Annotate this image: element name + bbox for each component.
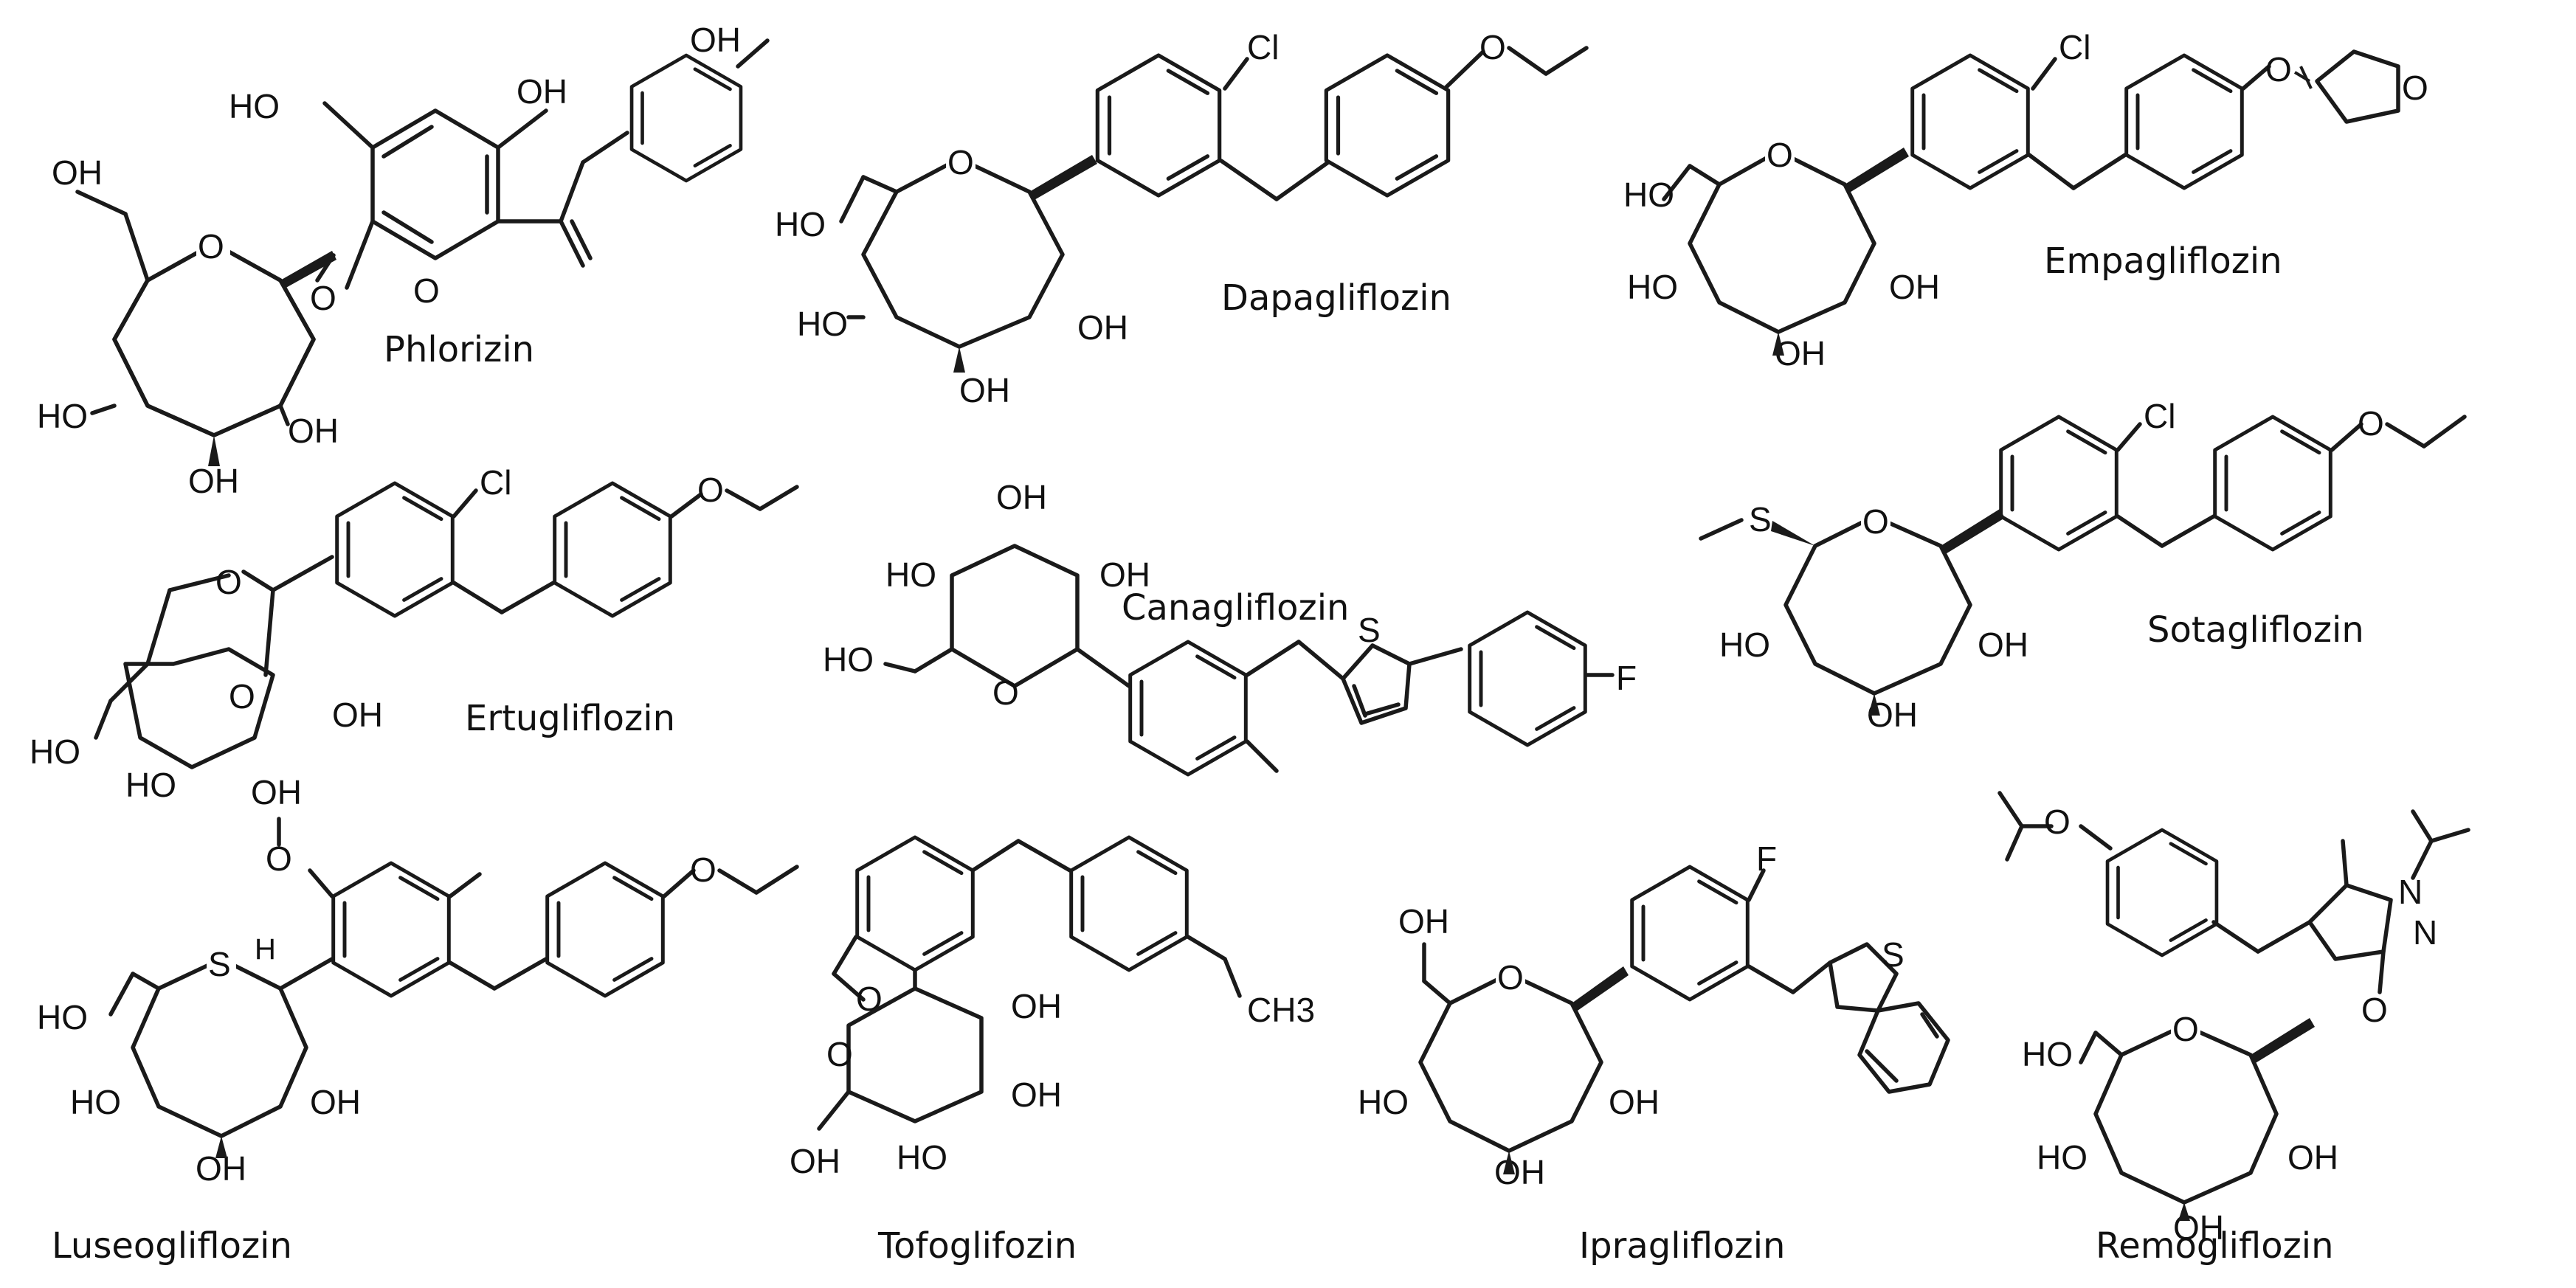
canagliflozin-label: Canagliflozin xyxy=(1122,587,1349,629)
ipragliflozin-ring-o: O xyxy=(1497,958,1524,997)
sotagliflozin-oh-2: OH xyxy=(1978,626,2028,664)
empagliflozin-cl: Cl xyxy=(2059,28,2090,66)
sotagliflozin-oh-4: HO xyxy=(1719,626,1770,664)
tofoglifozin-oh-4: HO xyxy=(897,1138,947,1177)
sotagliflozin-ring-o: O xyxy=(1862,502,1889,541)
luseogliflozin-oh-2: OH xyxy=(310,1083,361,1121)
sotagliflozin-ether-o: O xyxy=(2358,404,2384,443)
ertugliflozin-oh-4: HO xyxy=(125,766,176,804)
canagliflozin-structure: O HO OH OH HO S F Canagliflozin xyxy=(823,478,1637,775)
remogliflozin-n2: N xyxy=(2413,913,2437,952)
phlorizin-phenol-oh: OH xyxy=(690,21,741,59)
phlorizin-carbonyl-o: O xyxy=(413,271,440,310)
phlorizin-ch2oh: OH xyxy=(52,153,103,192)
tofoglifozin-label: Tofoglifozin xyxy=(877,1225,1077,1267)
phlorizin-oh-4: HO xyxy=(37,397,88,435)
tofoglifozin-oh-2: OH xyxy=(1011,987,1062,1025)
luseogliflozin-structure: S H HO HO OH OH O O Luseogliflozin xyxy=(37,817,799,1267)
canagliflozin-ring-o: O xyxy=(992,674,1019,712)
luseogliflozin-ether-o: O xyxy=(690,851,716,889)
dapagliflozin-ch2oh: HO xyxy=(775,205,826,243)
phlorizin-label: Phlorizin xyxy=(384,329,534,370)
phlorizin-ring-o: O xyxy=(198,227,224,266)
ertugliflozin-oh-2: OH xyxy=(332,696,383,734)
remogliflozin-glycosidic-o: O xyxy=(2361,991,2388,1029)
luseogliflozin-ring-s: S xyxy=(208,945,231,983)
empagliflozin-structure: O HO HO OH OH Cl O O Empagliflozin xyxy=(1623,28,2428,373)
ipragliflozin-oh-4: HO xyxy=(1358,1083,1409,1121)
luseogliflozin-label: Luseogliflozin xyxy=(52,1225,292,1267)
empagliflozin-oh-4: HO xyxy=(1627,268,1678,306)
empagliflozin-label: Empagliflozin xyxy=(2044,240,2282,282)
ertugliflozin-ether-o: O xyxy=(697,471,724,509)
ertugliflozin-structure: O O HO HO OH OH Cl O Ertugliflozin xyxy=(30,463,799,811)
ipragliflozin-structure: O OH HO OH OH F S Ipragliflozin xyxy=(1358,839,1950,1267)
tofoglifozin-structure: O O OH OH HO OH CH3 Tofoglifozin xyxy=(790,837,1315,1267)
canagliflozin-ch2oh: HO xyxy=(823,640,874,679)
ertugliflozin-label: Ertugliflozin xyxy=(465,698,675,739)
ipragliflozin-oh-3: OH xyxy=(1494,1153,1545,1191)
tofoglifozin-ch2oh: OH xyxy=(790,1142,840,1180)
empagliflozin-ring-o: O xyxy=(1767,136,1793,174)
dapagliflozin-label: Dapagliflozin xyxy=(1221,277,1451,319)
ipragliflozin-oh-2: OH xyxy=(1609,1083,1660,1121)
sotagliflozin-cl: Cl xyxy=(2144,397,2175,435)
tofoglifozin-oh-3: OH xyxy=(1011,1076,1062,1114)
remogliflozin-structure: O N N O O HO HO OH OH Remogliflozin xyxy=(1997,791,2470,1267)
canagliflozin-oh-2: OH xyxy=(1099,555,1150,594)
tofoglifozin-ch3: CH3 xyxy=(1247,991,1315,1029)
remogliflozin-ch2oh: HO xyxy=(2022,1035,2073,1073)
empagliflozin-thf-o: O xyxy=(2402,69,2428,107)
empagliflozin-oh-2: OH xyxy=(1889,268,1940,306)
dapagliflozin-ether-o: O xyxy=(1479,28,1506,66)
tofoglifozin-ring-o: O xyxy=(826,1035,853,1073)
remogliflozin-n1: N xyxy=(2398,873,2423,911)
luseogliflozin-oh-4: HO xyxy=(70,1083,121,1121)
ipragliflozin-label: Ipragliflozin xyxy=(1579,1225,1785,1267)
ertugliflozin-oh-3: OH xyxy=(251,773,302,811)
sotagliflozin-label: Sotagliflozin xyxy=(2147,609,2364,651)
empagliflozin-ch2oh: HO xyxy=(1623,176,1674,214)
canagliflozin-oh-3: OH xyxy=(996,478,1047,516)
remogliflozin-oh-4: HO xyxy=(2037,1138,2088,1177)
tofoglifozin-spiro-o: O xyxy=(856,980,883,1018)
ertugliflozin-ch2oh: HO xyxy=(30,733,80,771)
luseogliflozin-ch2oh: HO xyxy=(37,998,88,1036)
phlorizin-aryl-oh-2: OH xyxy=(517,72,567,111)
ertugliflozin-bridge-o: O xyxy=(215,563,242,601)
remogliflozin-ether-o: O xyxy=(2044,803,2071,841)
ertugliflozin-ring-o: O xyxy=(229,677,255,716)
ipragliflozin-ch2oh: OH xyxy=(1398,902,1449,941)
dapagliflozin-cl: Cl xyxy=(1247,28,1279,66)
phlorizin-oh-2: OH xyxy=(288,412,339,450)
sotagliflozin-structure: O S HO OH OH Cl O Sotagliflozin xyxy=(1699,397,2467,734)
dapagliflozin-oh-4: HO xyxy=(797,305,848,343)
canagliflozin-oh-4: HO xyxy=(885,555,936,594)
remogliflozin-ring-o: O xyxy=(2172,1010,2199,1048)
ertugliflozin-cl: Cl xyxy=(480,463,511,502)
ipragliflozin-benzothiophene-s: S xyxy=(1882,935,1905,974)
remogliflozin-label: Remogliflozin xyxy=(2096,1225,2334,1267)
canagliflozin-thiophene-s: S xyxy=(1358,611,1381,649)
luseogliflozin-h: H xyxy=(255,933,276,966)
phlorizin-oh-3: OH xyxy=(188,462,239,500)
phlorizin-glycosidic-o: O xyxy=(310,279,336,317)
ipragliflozin-f: F xyxy=(1756,839,1777,878)
dapagliflozin-ring-o: O xyxy=(947,143,974,181)
dapagliflozin-oh-3: OH xyxy=(959,371,1010,409)
dapagliflozin-structure: O HO HO OH OH Cl O Dapagliflozin xyxy=(775,28,1589,409)
dapagliflozin-oh-2: OH xyxy=(1077,308,1128,347)
phlorizin-structure: O OH O HO OH OH HO OH O OH xyxy=(37,21,770,500)
remogliflozin-oh-2: OH xyxy=(2287,1138,2338,1177)
canagliflozin-f: F xyxy=(1616,659,1637,697)
sotagliflozin-s: S xyxy=(1749,500,1772,539)
phlorizin-aryl-oh-1: HO xyxy=(229,87,280,125)
empagliflozin-ether-o: O xyxy=(2265,50,2292,89)
